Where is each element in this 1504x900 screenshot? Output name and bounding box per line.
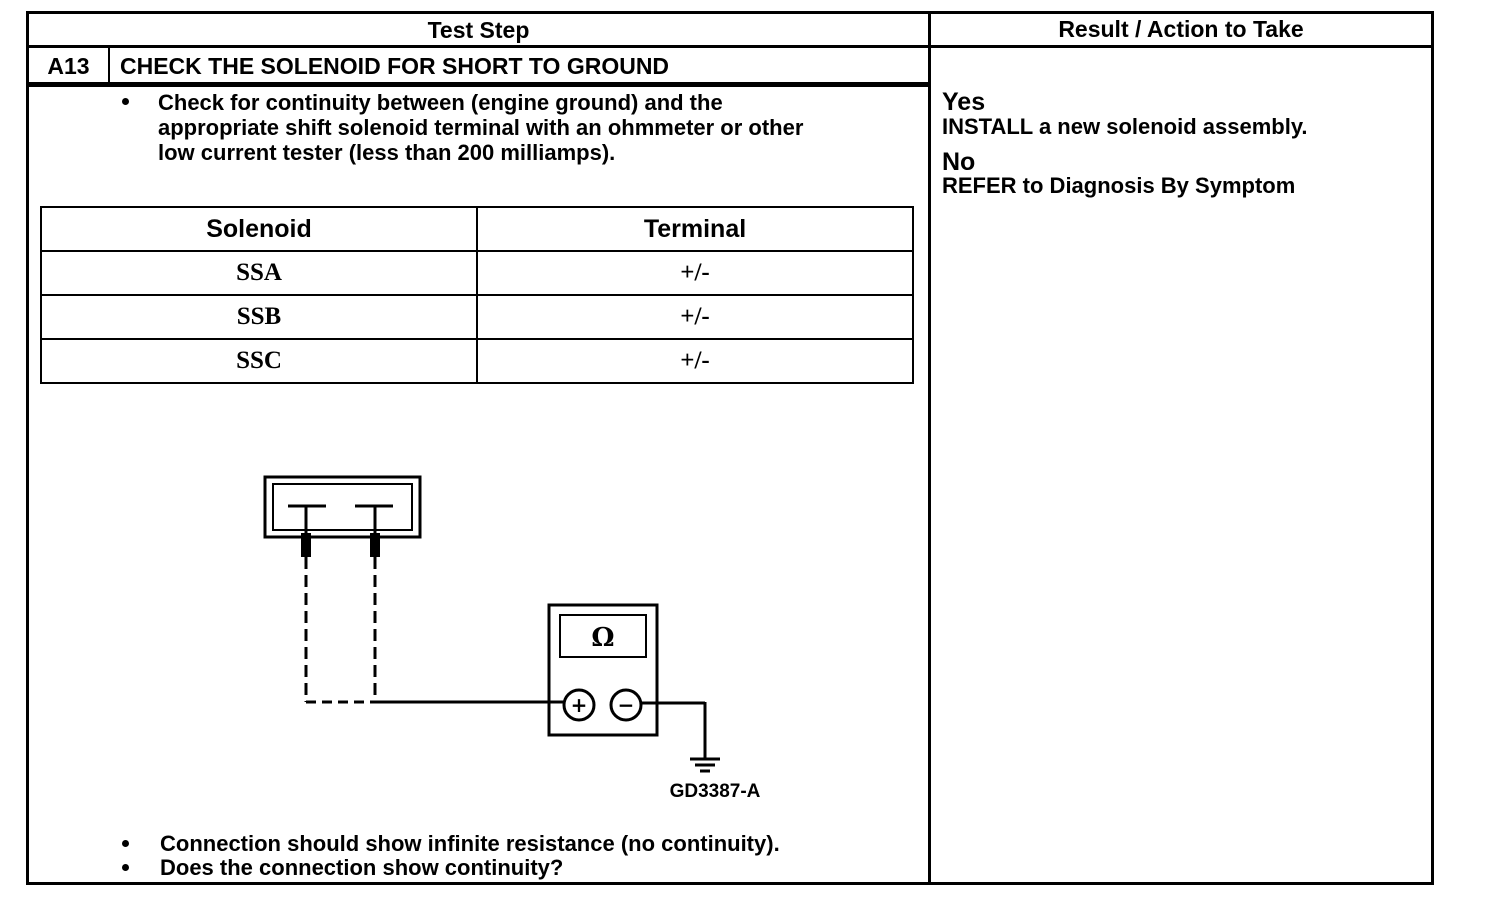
instruction-question: Does the connection show continuity? — [160, 855, 564, 880]
step-id-divider — [108, 45, 110, 85]
step-title-divider — [26, 82, 931, 85]
instruction-line-2: appropriate shift solenoid terminal with… — [158, 115, 804, 140]
table-header-solenoid: Solenoid — [206, 215, 312, 243]
outer-border-bottom — [26, 882, 1434, 885]
ohmmeter-body — [547, 603, 659, 737]
ground-icon — [690, 757, 720, 773]
minus-terminal-label: − — [618, 693, 635, 717]
header-result-action: Result / Action to Take — [1058, 16, 1304, 42]
outer-border-left — [26, 11, 29, 885]
header-divider — [26, 45, 1434, 48]
result-no-action: REFER to Diagnosis By Symptom — [942, 173, 1296, 198]
column-divider — [928, 11, 931, 885]
outer-border-right — [1431, 11, 1434, 885]
plus-terminal-label: + — [571, 693, 588, 717]
outer-border-top — [26, 11, 1434, 14]
instruction-continuity-note: Connection should show infinite resistan… — [160, 831, 780, 856]
result-yes-action: INSTALL a new solenoid assembly. — [942, 114, 1308, 139]
minus-terminal-icon — [609, 688, 643, 722]
instruction-line-3: low current tester (less than 200 millia… — [158, 140, 616, 165]
probe-right-icon — [370, 533, 380, 557]
instruction-line-1: Check for continuity between (engine gro… — [158, 90, 723, 115]
figure-id: GD3387-A — [670, 781, 761, 802]
result-no-label: No — [942, 148, 976, 176]
step-id: A13 — [47, 53, 90, 79]
header-test-step: Test Step — [427, 17, 530, 43]
table-cell-terminal-2: +/- — [680, 303, 710, 330]
table-cell-terminal-3: +/- — [680, 347, 710, 374]
table-row-divider-2 — [40, 294, 914, 296]
step-title: CHECK THE SOLENOID FOR SHORT TO GROUND — [120, 53, 670, 79]
table-header-terminal: Terminal — [643, 215, 747, 243]
ohm-symbol: Ω — [591, 623, 614, 653]
table-cell-solenoid-2: SSB — [236, 303, 282, 330]
bullet-2 — [122, 840, 129, 847]
step-body-left-rule — [26, 85, 931, 87]
bullet-1 — [122, 98, 129, 105]
table-cell-terminal-1: +/- — [680, 259, 710, 286]
solenoid-connector-inner — [272, 483, 413, 531]
bullet-3 — [122, 864, 129, 871]
probe-left-icon — [301, 533, 311, 557]
ohmmeter-display — [559, 614, 647, 658]
table-row-divider-1 — [40, 250, 914, 252]
result-yes-label: Yes — [942, 88, 986, 116]
solenoid-connector — [263, 475, 422, 539]
table-cell-solenoid-3: SSC — [236, 347, 282, 374]
table-cell-solenoid-1: SSA — [236, 259, 282, 286]
ohmmeter-wiring-diagram: Ω + − GD3387-A — [263, 475, 761, 802]
plus-terminal-icon — [562, 688, 596, 722]
table-row-divider-3 — [40, 338, 914, 340]
